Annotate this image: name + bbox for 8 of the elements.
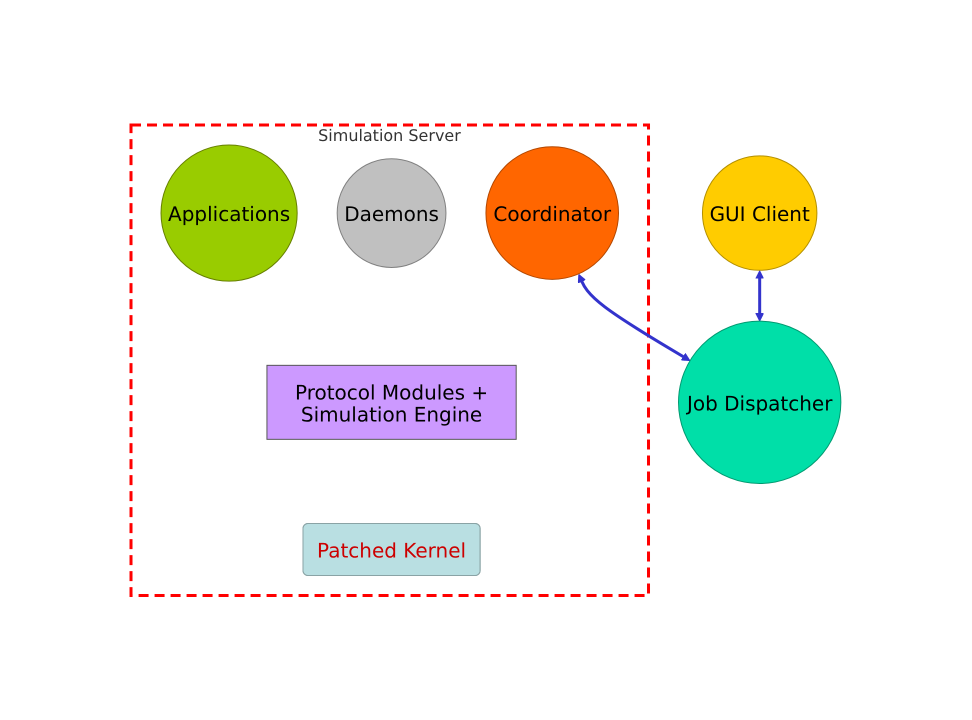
node-circle: Applications	[160, 144, 298, 282]
node-box: Protocol Modules + Simulation Engine	[266, 364, 517, 440]
arrow	[755, 270, 764, 322]
node-circle: GUI Client	[702, 155, 818, 271]
node-circle: Job Dispatcher	[678, 320, 842, 484]
node-circle: Coordinator	[486, 146, 620, 280]
arrow	[578, 274, 690, 361]
node-circle: Daemons	[336, 158, 446, 268]
